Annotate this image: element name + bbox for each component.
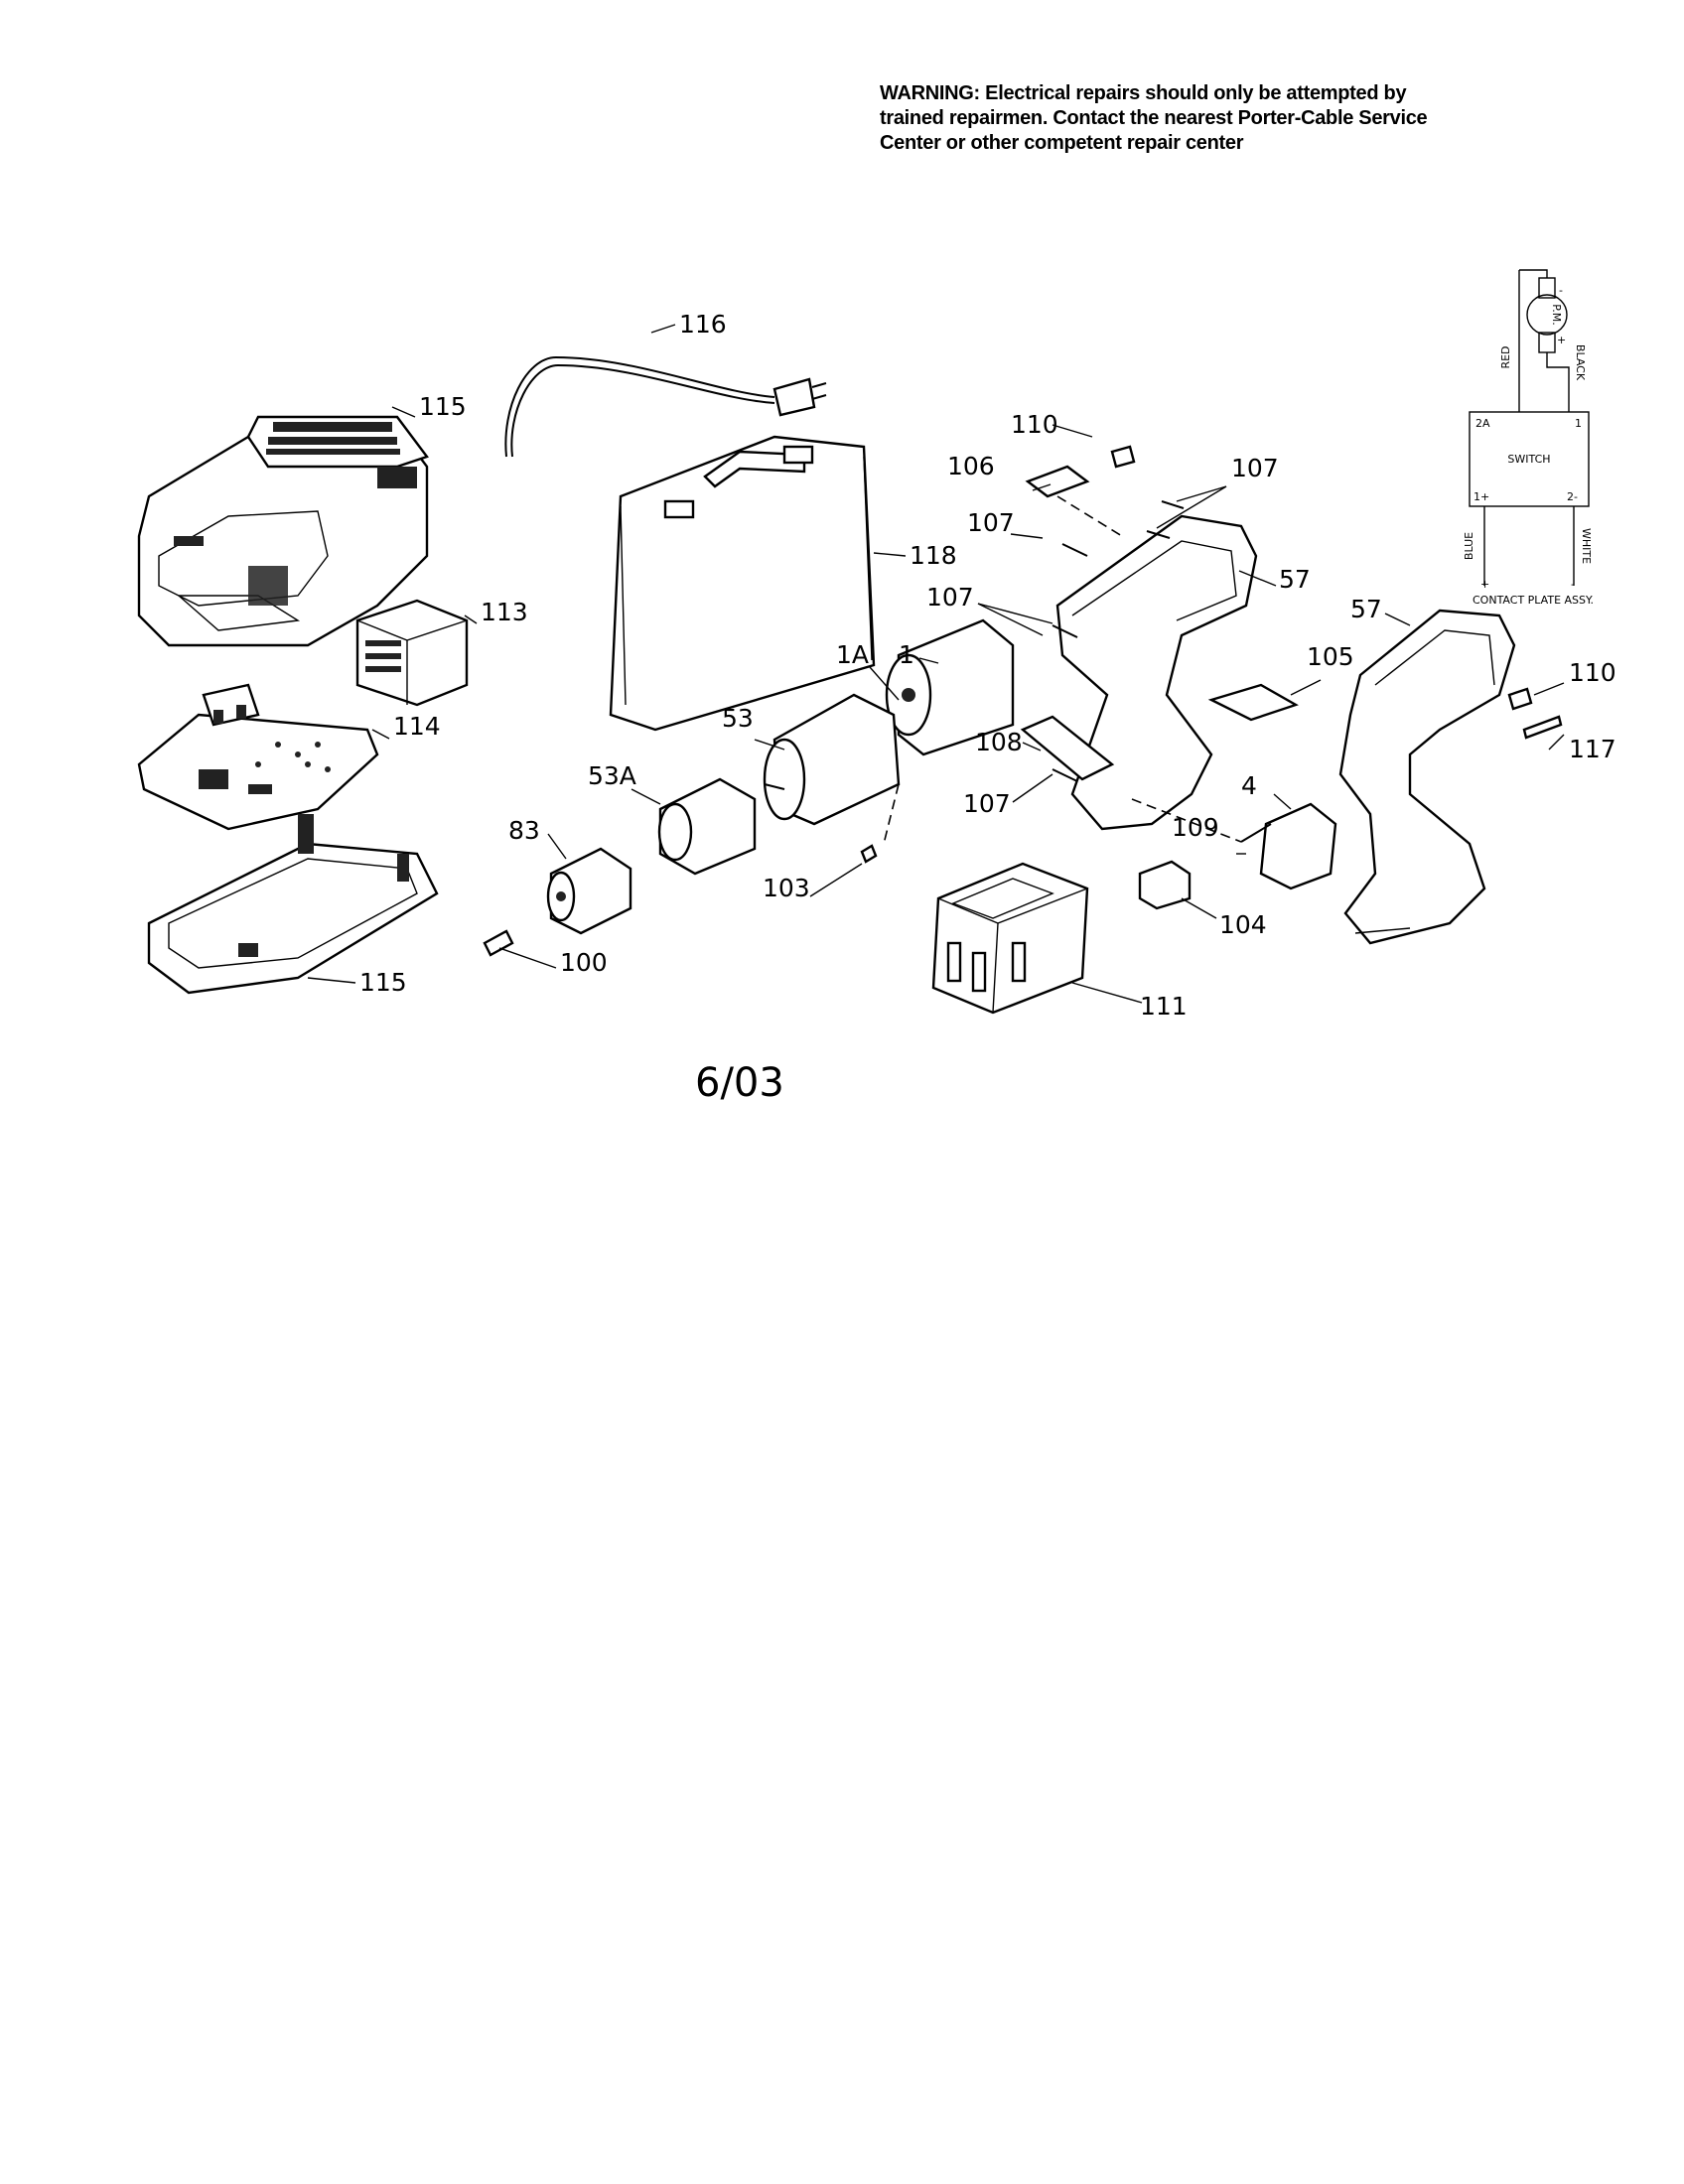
callout-115-top: 115 [419, 392, 467, 421]
callout-108: 108 [975, 728, 1023, 756]
callout-53: 53 [722, 704, 754, 733]
schematic-caption: CONTACT PLATE ASSY. [1473, 594, 1594, 607]
callout-107-left: 107 [926, 583, 974, 612]
callout-104: 104 [1219, 910, 1267, 939]
housing-left-half [1055, 514, 1258, 831]
wiring-schematic [1469, 269, 1590, 586]
callout-107-mid: 107 [967, 508, 1015, 537]
callout-53A: 53A [588, 761, 636, 790]
callout-117: 117 [1569, 735, 1616, 763]
charger-top-housing [137, 415, 429, 647]
schematic-motor-label: P.M. [1550, 304, 1563, 325]
small-screw-103 [860, 783, 900, 864]
schematic-black-wire: BLACK [1574, 344, 1587, 381]
callout-1: 1 [899, 640, 914, 669]
rod-108 [1020, 715, 1115, 781]
trigger-105 [1207, 683, 1299, 722]
schematic-blue-wire: BLUE [1463, 532, 1475, 560]
callout-103: 103 [763, 874, 810, 902]
callout-114: 114 [393, 712, 441, 741]
leader-lines [307, 324, 1565, 1004]
housing-right-half [1338, 609, 1516, 945]
chuck-screw [483, 929, 514, 957]
schematic-terminal-2minus: 2- [1567, 490, 1578, 503]
callout-116: 116 [679, 310, 727, 339]
callout-107-bottom: 107 [963, 789, 1011, 818]
transformer [355, 599, 469, 707]
callout-83: 83 [508, 816, 540, 845]
callout-115-base: 115 [359, 968, 407, 997]
callout-57-right: 57 [1350, 595, 1382, 623]
warning-text: WARNING: Electrical repairs should only … [880, 82, 1428, 154]
power-cord [504, 355, 827, 458]
callout-57-left: 57 [1279, 565, 1311, 594]
chuck [546, 847, 632, 935]
schematic-terminal-1: 1 [1575, 417, 1582, 430]
date-code: 6/03 [695, 1060, 784, 1106]
circuit-board [137, 683, 379, 831]
schematic-minus: - [1571, 578, 1575, 591]
callout-105: 105 [1307, 642, 1354, 671]
callout-106: 106 [947, 452, 995, 480]
schematic-motor-minus: - [1559, 284, 1563, 297]
callout-109: 109 [1172, 813, 1219, 842]
screws-107 [1052, 500, 1185, 782]
schematic-plus: + [1480, 578, 1489, 591]
schematic-terminal-2a: 2A [1475, 417, 1490, 430]
parts-110-117 [1507, 687, 1563, 740]
plate-104 [1138, 860, 1192, 910]
battery-pack [931, 862, 1089, 1015]
carrying-case [609, 435, 876, 732]
switch-module [1259, 802, 1337, 890]
callout-100: 100 [560, 948, 608, 977]
charger-base [147, 814, 439, 995]
clutch-ring [657, 777, 757, 876]
schematic-motor-plus: + [1557, 334, 1566, 346]
callout-111: 111 [1140, 992, 1188, 1021]
callout-118: 118 [910, 541, 957, 570]
callout-113: 113 [481, 598, 528, 626]
parts-106-110 [1025, 445, 1136, 537]
schematic-switch-label: SWITCH [1507, 453, 1550, 466]
callout-107-top: 107 [1231, 454, 1279, 482]
motor [885, 618, 1015, 756]
schematic-white-wire: WHITE [1580, 528, 1593, 564]
schematic-terminal-1plus: 1+ [1474, 490, 1489, 503]
callout-110-top: 110 [1011, 410, 1058, 439]
gearbox [763, 693, 901, 826]
callout-4: 4 [1241, 771, 1257, 800]
callout-1A: 1A [836, 640, 869, 669]
callout-110-right: 110 [1569, 658, 1616, 687]
schematic-red-wire: RED [1499, 345, 1512, 368]
spring-109 [1131, 798, 1272, 843]
